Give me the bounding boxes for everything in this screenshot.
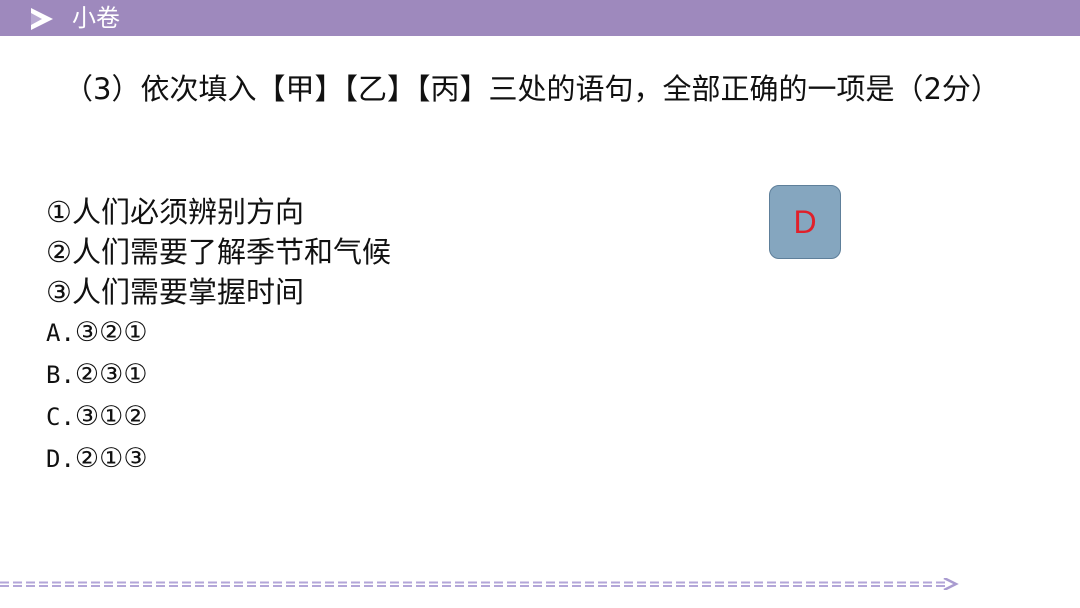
option-value: ③①②	[74, 401, 148, 432]
question-text: （3）依次填入【甲】【乙】【丙】三处的语句，全部正确的一项是（2分）	[64, 72, 1000, 106]
option-value: ②①③	[74, 443, 148, 474]
option-d: D.②①③	[46, 438, 148, 480]
option-letter: B.	[46, 361, 75, 389]
header-bar: 小卷	[0, 0, 1080, 36]
statement-item: ①人们必须辨别方向	[46, 195, 304, 229]
answer-letter: D	[793, 203, 817, 240]
dashed-arrow-divider-icon	[0, 578, 959, 590]
statement-list: ①人们必须辨别方向 ②人们需要了解季节和气候 ③人们需要掌握时间	[46, 192, 391, 312]
answer-reveal-button[interactable]: D	[769, 185, 841, 259]
option-b: B.②③①	[46, 354, 148, 396]
statement-item: ③人们需要掌握时间	[46, 275, 304, 309]
option-c: C.③①②	[46, 396, 148, 438]
option-value: ②③①	[74, 359, 148, 390]
option-letter: A.	[46, 319, 75, 347]
play-arrow-icon	[31, 8, 53, 30]
option-value: ③②①	[74, 317, 148, 348]
option-list: A.③②① B.②③① C.③①② D.②①③	[46, 312, 148, 480]
option-a: A.③②①	[46, 312, 148, 354]
option-letter: C.	[46, 403, 75, 431]
option-letter: D.	[46, 445, 75, 473]
statement-item: ②人们需要了解季节和气候	[46, 235, 391, 269]
section-title: 小卷	[72, 4, 120, 32]
